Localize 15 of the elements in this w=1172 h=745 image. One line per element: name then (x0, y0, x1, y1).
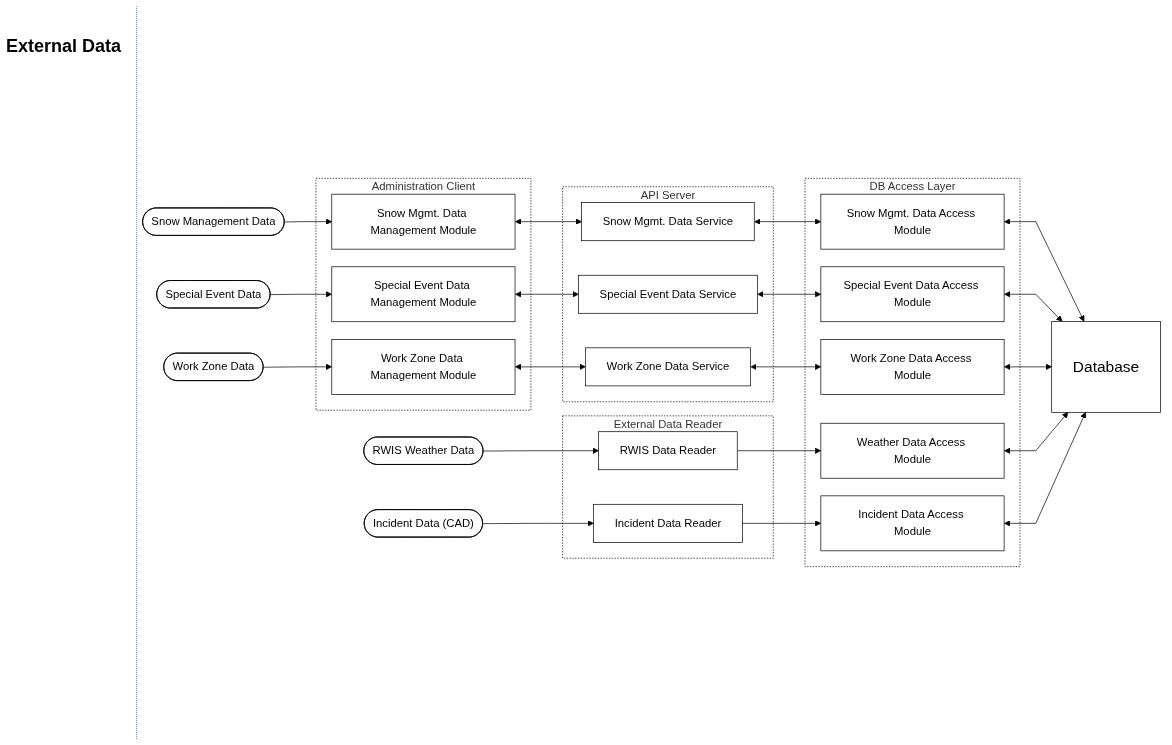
node-box: Special Event Data Management Module (331, 266, 516, 323)
node-box: Weather Data Access Module (820, 422, 1005, 479)
node-box: Special Event Data Access Module (820, 266, 1005, 323)
node-box: Incident Data Access Module (820, 495, 1005, 552)
node-box: RWIS Data Reader (598, 431, 738, 471)
node-box: Work Zone Data Service (585, 347, 751, 387)
node-box: Snow Mgmt. Data Access Module (820, 193, 1005, 250)
node-box: Special Event Data Service (578, 274, 758, 314)
node-box: Database (1051, 321, 1161, 413)
column-heading: External Data (6, 36, 123, 57)
node-box: Work Zone Data Access Module (820, 339, 1005, 395)
node-box: Snow Mgmt. Data Management Module (331, 193, 516, 250)
node-box: Work Zone Data Management Module (331, 339, 516, 395)
node-box: Snow Mgmt. Data Service (581, 202, 755, 242)
node-box: Incident Data Reader (593, 503, 743, 543)
